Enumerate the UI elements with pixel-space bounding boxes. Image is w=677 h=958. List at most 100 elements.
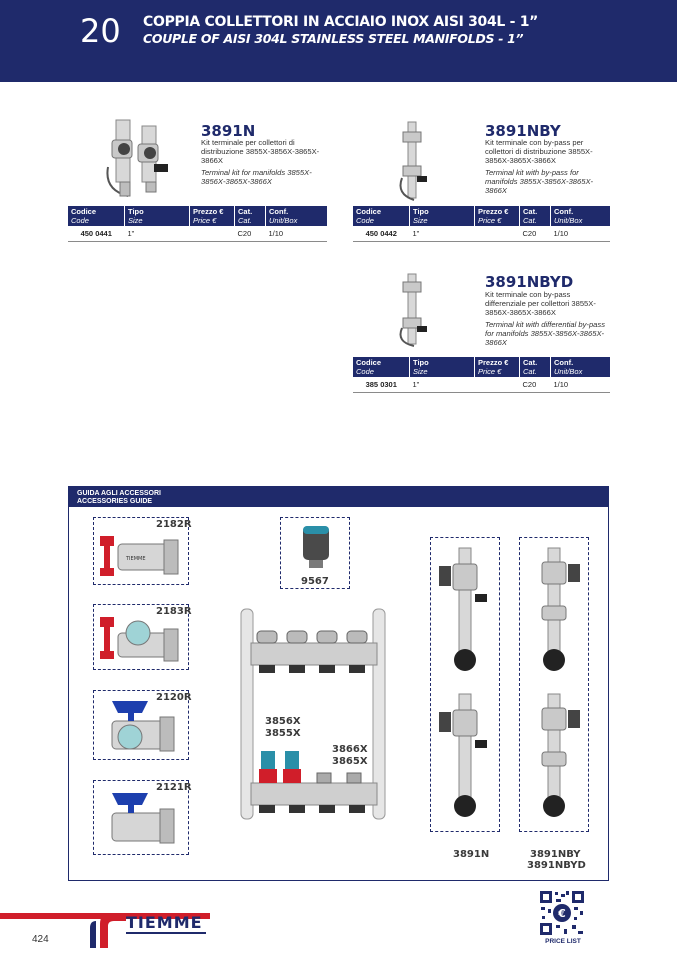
- th-code: Codice: [356, 207, 382, 216]
- row-cat: C20: [519, 226, 551, 242]
- th-price: Prezzo €: [193, 207, 224, 216]
- brand-underline: [126, 932, 206, 934]
- table-row: 450 0441 1” C20 1/10: [68, 226, 327, 242]
- th-cat-en: Cat.: [238, 216, 252, 225]
- page-title-en: COUPLE OF AISI 304L STAINLESS STEEL MANI…: [143, 31, 524, 46]
- actuator-icon: [303, 526, 329, 568]
- chapter-number: 20: [80, 12, 121, 50]
- th-conf: Conf.: [554, 207, 574, 216]
- label-2121r: 2121R: [156, 782, 192, 793]
- page-header: [0, 0, 677, 82]
- row-size: 1”: [409, 226, 475, 242]
- accessory-box-2120r: 2120R: [93, 690, 192, 760]
- th-code-en: Code: [356, 216, 374, 225]
- product-desc-it-3891nbyd: Kit terminale con by-pass differenziale …: [485, 290, 596, 317]
- guide-title-it: GUIDA AGLI ACCESSORI: [77, 490, 162, 497]
- th-conf-en: Unit/Box: [554, 216, 583, 225]
- th-price: Prezzo €: [478, 358, 509, 367]
- manifold-diagram: [240, 608, 386, 820]
- qr-euro-symbol: €: [557, 907, 566, 920]
- th-cat-en: Cat.: [523, 216, 537, 225]
- svg-text:TIEMME: TIEMME: [125, 556, 145, 562]
- th-conf: Conf.: [554, 358, 574, 367]
- label-2183r: 2183R: [156, 606, 192, 617]
- th-size: Tipo: [413, 358, 429, 367]
- ball-valve-thermometer-blue-icon: [111, 701, 175, 752]
- label-9567: 9567: [301, 576, 329, 587]
- accessory-box-2183r: 2183R: [93, 604, 192, 670]
- product-desc-it-3891nby: Kit terminale con by-pass per collettori…: [485, 138, 593, 165]
- row-cat: C20: [519, 377, 551, 393]
- label-3855x: 3855X: [265, 728, 301, 739]
- page-title-it: COPPIA COLLETTORI IN ACCIAIO INOX AISI 3…: [143, 14, 539, 30]
- th-cat: Cat.: [523, 358, 538, 367]
- row-conf: 1/10: [550, 226, 610, 242]
- label-2182r: 2182R: [156, 519, 192, 530]
- ball-valve-thermometer-red-icon: [100, 617, 179, 662]
- th-conf-en: Unit/Box: [554, 367, 583, 376]
- row-price: [474, 377, 520, 393]
- label-3856x: 3856X: [265, 716, 301, 727]
- product-image-3891nbyd: [399, 273, 427, 347]
- table-row: 385 0301 1” C20 1/10: [353, 377, 610, 393]
- accessory-box-9567: 9567: [280, 517, 350, 589]
- th-cat-en: Cat.: [523, 367, 537, 376]
- label-3866x: 3866X: [332, 744, 368, 755]
- accessory-box-3891n: [430, 537, 500, 832]
- tiemme-logo-swoosh: [0, 913, 126, 948]
- accessory-box-2182r: TIEMME 2182R: [93, 517, 192, 585]
- th-code-en: Code: [71, 216, 89, 225]
- row-code: 450 0442: [353, 226, 410, 242]
- ball-valve-red-icon: TIEMME: [100, 536, 179, 576]
- product-code-3891nby: 3891NBY: [485, 122, 561, 140]
- th-size: Tipo: [128, 207, 144, 216]
- qr-code-icon[interactable]: €: [538, 889, 586, 937]
- th-size-en: Size: [413, 367, 428, 376]
- product-desc-en-3891n: Terminal kit for manifolds 3855X-3856X-3…: [201, 168, 312, 186]
- product-desc-en-3891nby: Terminal kit with by-pass for manifolds …: [485, 168, 594, 195]
- brand-name: TIEMME: [126, 913, 203, 932]
- row-code: 450 0441: [68, 226, 125, 242]
- accessories-guide: GUIDA AGLI ACCESSORI ACCESSORIES GUIDE T…: [68, 486, 609, 881]
- accessory-box-3891nby: [519, 537, 589, 832]
- label-3891n: 3891N: [453, 849, 490, 860]
- row-price: [189, 226, 235, 242]
- label-3891nby: 3891NBY: [530, 849, 581, 860]
- guide-title-en: ACCESSORIES GUIDE: [77, 498, 153, 505]
- th-price: Prezzo €: [478, 207, 509, 216]
- th-conf-en: Unit/Box: [269, 216, 298, 225]
- row-conf: 1/10: [265, 226, 327, 242]
- th-code-en: Code: [356, 367, 374, 376]
- product-image-3891n: [106, 119, 168, 197]
- th-code: Codice: [71, 207, 97, 216]
- page-number: 424: [32, 934, 49, 945]
- table-row: 450 0442 1” C20 1/10: [353, 226, 610, 242]
- th-size: Tipo: [413, 207, 429, 216]
- accessory-box-2121r: 2121R: [93, 780, 192, 855]
- th-code: Codice: [356, 358, 382, 367]
- row-price: [474, 226, 520, 242]
- product-code-3891n: 3891N: [201, 122, 256, 140]
- label-2120r: 2120R: [156, 692, 192, 703]
- product-desc-it-3891n: Kit terminale per collettori di distribu…: [201, 138, 320, 165]
- th-cat: Cat.: [523, 207, 538, 216]
- th-price-en: Price €: [478, 216, 502, 225]
- th-size-en: Size: [128, 216, 143, 225]
- row-code: 385 0301: [353, 377, 410, 393]
- label-3891nbyd: 3891NBYD: [527, 860, 586, 871]
- row-size: 1”: [124, 226, 190, 242]
- label-3865x: 3865X: [332, 756, 368, 767]
- row-size: 1”: [409, 377, 475, 393]
- terminal-kit-icon: [439, 547, 487, 817]
- price-list-label: PRICE LIST: [545, 938, 581, 945]
- th-price-en: Price €: [193, 216, 217, 225]
- th-conf: Conf.: [269, 207, 289, 216]
- ball-valve-blue-icon: [111, 793, 175, 844]
- guide-title-bar: [69, 487, 608, 507]
- th-price-en: Price €: [478, 367, 502, 376]
- product-image-3891nby: [399, 121, 427, 201]
- product-code-3891nbyd: 3891NBYD: [485, 273, 574, 291]
